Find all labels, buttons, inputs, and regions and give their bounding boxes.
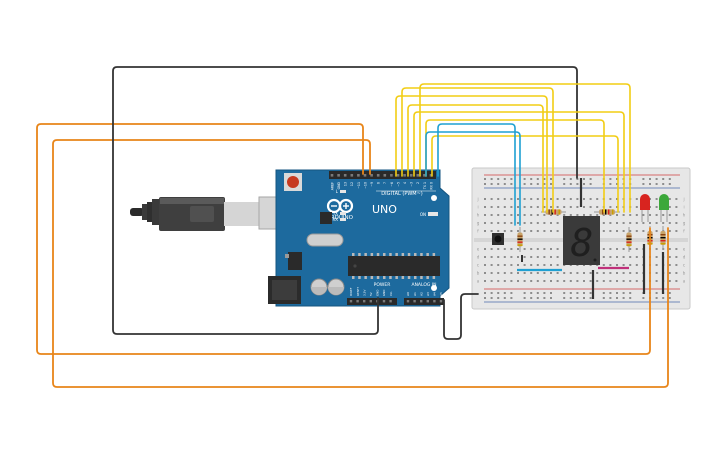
breadboard-row-letter: e <box>683 247 686 252</box>
digital-pin-label: RX 0 <box>429 182 433 189</box>
voltage-regulator <box>288 252 302 270</box>
wire <box>419 83 631 213</box>
led-rx <box>340 218 346 221</box>
analog-header-label: ANALOG IN <box>411 282 436 288</box>
analog-pin-label: A1 <box>413 292 417 296</box>
resistor <box>517 227 523 252</box>
digital-pin-label: AREF <box>330 182 334 190</box>
breadboard-row-letter: b <box>477 271 480 276</box>
analog-pin-label: A4 <box>433 292 437 296</box>
breadboard-row-letter: j <box>476 197 478 202</box>
breadboard-row-letter: g <box>683 221 686 226</box>
svg-text:RX: RX <box>332 217 338 222</box>
breadboard-row-letter: d <box>477 255 480 260</box>
breadboard-row-letter: h <box>477 213 480 218</box>
power-pin-label: 5V <box>369 292 373 296</box>
analog-pin-label: A0 <box>406 292 410 296</box>
digital-pin-label: ~10 <box>363 182 367 189</box>
wire <box>395 95 548 213</box>
led-red <box>640 194 650 222</box>
wire <box>437 123 516 226</box>
digital-pin-label: 13 <box>344 182 348 186</box>
power-header-label: POWER <box>374 282 391 288</box>
breadboard-row-letter: h <box>683 213 686 218</box>
wire <box>52 139 669 388</box>
led-tx <box>340 212 346 215</box>
power-pin-label: GND <box>382 290 386 296</box>
seven-segment-display: 8 <box>563 216 600 265</box>
digital-pin-label: ~6 <box>390 182 394 187</box>
svg-text:L: L <box>336 189 339 194</box>
digital-pin-label: 8 <box>377 182 381 184</box>
digital-pin-label: 4 <box>403 182 407 184</box>
crystal-oscillator <box>306 233 344 247</box>
led-on <box>428 212 438 216</box>
resistor <box>626 227 632 252</box>
wire <box>112 66 578 335</box>
reset-button[interactable] <box>284 173 302 191</box>
wires <box>36 66 669 388</box>
analog-pin-label: A3 <box>426 292 430 296</box>
svg-text:ON: ON <box>420 212 426 217</box>
wire <box>401 87 554 213</box>
breadboard-row-letter: e <box>477 247 480 252</box>
power-pin-label: RESET <box>356 287 360 296</box>
digital-pin-label: ~11 <box>357 182 361 189</box>
breadboard-row-letter: i <box>683 205 684 210</box>
digital-pin-label: GND <box>337 181 341 189</box>
digital-pin-label: ~9 <box>370 182 374 187</box>
power-pin-label: Vin <box>389 291 393 296</box>
mounting-hole <box>431 195 437 201</box>
analog-header[interactable] <box>404 298 444 305</box>
breadboard-row-letter: j <box>682 197 684 202</box>
led-l <box>340 190 346 193</box>
breadboard-row-letter: c <box>683 263 685 268</box>
pushbutton[interactable] <box>492 233 504 245</box>
power-pin-label: 3.3V <box>362 290 366 296</box>
power-pin-label: IOREF <box>349 287 353 296</box>
digital-pin-label: 7 <box>383 182 387 184</box>
wire <box>425 131 521 226</box>
breadboard-row-letter: b <box>683 271 686 276</box>
breadboard-row-letter: f <box>477 229 479 234</box>
atmega-chip <box>348 253 440 279</box>
wire <box>431 135 619 213</box>
mounting-hole <box>431 285 437 291</box>
digital-pin-label: ~3 <box>410 182 414 187</box>
led-green <box>659 194 669 222</box>
wire <box>407 104 544 213</box>
breadboard-row-letter: a <box>683 279 686 284</box>
analog-pin-label: A5 <box>439 292 443 296</box>
breadboard-row-letter: i <box>477 205 478 210</box>
digital-pin-label: 12 <box>350 182 354 186</box>
breadboard-row-letter: d <box>683 255 686 260</box>
power-pin-label: GND <box>376 290 380 296</box>
resistor <box>660 226 666 250</box>
arduino-logo-icon <box>326 198 354 214</box>
usb-cable <box>130 196 290 231</box>
wire <box>443 293 479 340</box>
digital-pin-label: TX 1 <box>423 182 427 190</box>
digital-pin-label: 2 <box>416 182 420 184</box>
wire <box>413 111 625 213</box>
wire <box>425 119 605 213</box>
breadboard-jumpers <box>517 178 665 299</box>
capacitors <box>310 278 345 296</box>
wire <box>36 123 651 355</box>
breadboard-row-letter: a <box>477 279 480 284</box>
usb-chip <box>320 212 332 224</box>
digital-header-label: DIGITAL (PWM~) <box>381 191 423 197</box>
digital-header[interactable] <box>329 171 436 179</box>
model-label: UNO <box>372 203 397 216</box>
digital-pin-label: ~5 <box>396 182 400 187</box>
breadboard-row-letter: c <box>477 263 479 268</box>
resistor <box>594 209 620 215</box>
breadboard-row-letter: g <box>477 221 480 226</box>
breadboard-row-letter: f <box>683 229 685 234</box>
analog-pin-label: A2 <box>419 292 423 296</box>
display-digit: 8 <box>571 221 594 265</box>
svg-text:TX: TX <box>332 211 338 216</box>
